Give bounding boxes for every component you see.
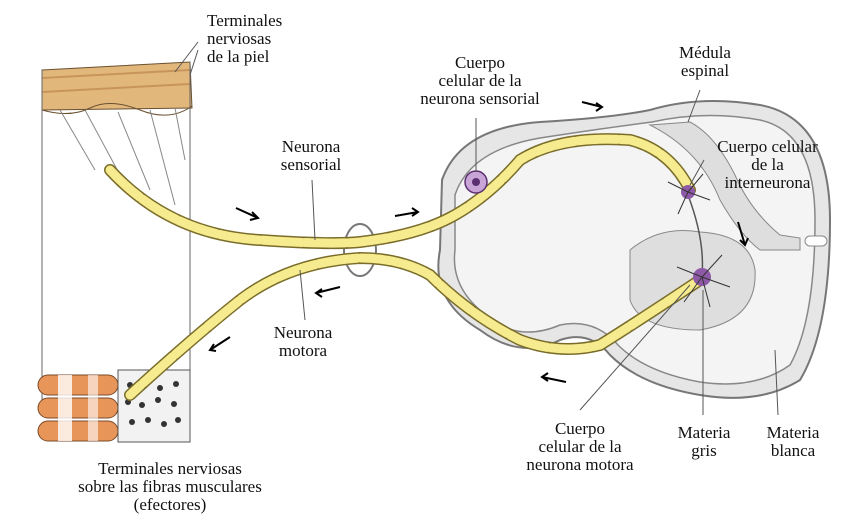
label-gray-matter: Materia gris bbox=[660, 424, 748, 460]
label-skin-terminals: Terminales nerviosas de la piel bbox=[207, 12, 282, 66]
label-motor-neuron: Neurona motora bbox=[258, 324, 348, 360]
label-muscle-terminals: Terminales nerviosas sobre las fibras mu… bbox=[45, 460, 295, 514]
skin-block bbox=[42, 62, 192, 400]
label-spinal-cord: Médula espinal bbox=[660, 44, 750, 80]
muscle-block bbox=[38, 370, 190, 442]
label-white-matter: Materia blanca bbox=[748, 424, 838, 460]
label-motor-cell-body: Cuerpo celular de la neurona motora bbox=[505, 420, 655, 474]
label-interneuron-cell-body: Cuerpo celular de la interneurona bbox=[700, 138, 835, 192]
sensory-cell-body bbox=[465, 171, 487, 193]
label-sensory-cell-body: Cuerpo celular de la neurona sensorial bbox=[400, 54, 560, 108]
label-sensory-neuron: Neurona sensorial bbox=[265, 138, 357, 174]
